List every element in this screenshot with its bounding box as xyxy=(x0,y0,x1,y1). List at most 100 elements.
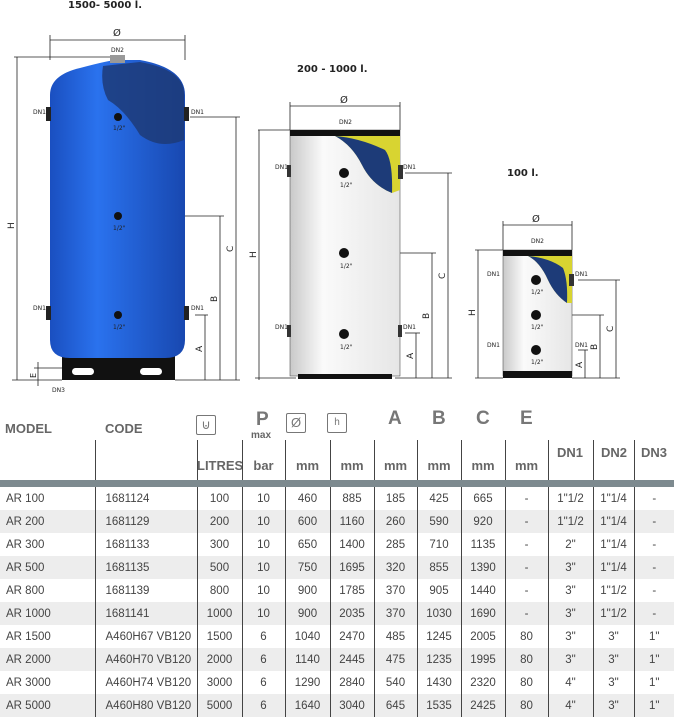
divider xyxy=(374,440,375,480)
small-dn1-label: DN1 xyxy=(575,271,588,278)
cell-pmax: 6 xyxy=(241,625,285,648)
large-c-label: C xyxy=(226,246,236,252)
port-label: 1/2" xyxy=(531,324,544,331)
header-p: P xyxy=(256,409,269,430)
cell-height: 2035 xyxy=(329,602,374,625)
cell-e: 80 xyxy=(504,671,548,694)
cell-a: 540 xyxy=(373,671,417,694)
small-tank xyxy=(502,249,574,378)
medium-h-label: H xyxy=(249,251,259,258)
cell-model: AR 5000 xyxy=(0,694,95,717)
divider xyxy=(634,440,635,480)
large-dn3-label: DN3 xyxy=(52,387,65,394)
cell-dn1: 3" xyxy=(547,602,593,625)
cell-diameter: 650 xyxy=(284,533,330,556)
cell-dn1: 1"1/2 xyxy=(547,487,593,510)
port-label: 1/2" xyxy=(340,182,353,189)
cell-litres: 300 xyxy=(196,533,242,556)
unit-mm: mm xyxy=(427,458,451,473)
cell-model: AR 1500 xyxy=(6,630,51,643)
cell-model: AR 200 xyxy=(0,510,95,533)
cell-diameter: 1040 xyxy=(284,625,330,648)
medium-b-label: B xyxy=(422,313,432,319)
port-label: 1/2" xyxy=(531,359,544,366)
cell-c: 1440 xyxy=(460,579,505,602)
cell-b: 855 xyxy=(416,556,461,579)
cell-c: 1690 xyxy=(460,602,505,625)
header-dn2: DN2 xyxy=(601,445,628,460)
cell-litres: 2000 xyxy=(196,648,242,671)
header-c: C xyxy=(476,408,490,429)
cell-b: 905 xyxy=(416,579,461,602)
cell-diameter: 460 xyxy=(284,487,330,510)
cell-dn1: 2" xyxy=(547,533,593,556)
small-c-label: C xyxy=(606,326,616,332)
divider xyxy=(593,440,594,480)
cell-litres: 200 xyxy=(196,510,242,533)
cell-diameter: 750 xyxy=(284,556,330,579)
cell-height: 1160 xyxy=(329,510,374,533)
cell-dn2: 1"1/4 xyxy=(592,556,634,579)
divider xyxy=(95,440,96,480)
medium-tank xyxy=(287,129,403,379)
cell-pmax: 10 xyxy=(241,579,285,602)
large-tank xyxy=(46,55,189,380)
divider xyxy=(461,440,462,480)
cell-b: 1535 xyxy=(416,694,461,717)
cell-c: 2425 xyxy=(460,694,505,717)
cell-e: 80 xyxy=(504,625,548,648)
cell-dn1: 3" xyxy=(547,556,593,579)
divider xyxy=(197,440,198,480)
header-code: CODE xyxy=(105,421,143,436)
cell-b: 710 xyxy=(416,533,461,556)
cell-pmax: 10 xyxy=(241,556,285,579)
cell-b: 425 xyxy=(416,487,461,510)
cell-code: 1681133 xyxy=(94,533,197,556)
cell-dn1: 4" xyxy=(547,671,593,694)
small-tank-title: 100 l. xyxy=(507,168,539,179)
cell-litres: 5000 xyxy=(196,694,242,717)
cell-height: 1695 xyxy=(329,556,374,579)
cell-model: AR 300 xyxy=(6,538,45,551)
cell-dn3: - xyxy=(633,510,674,533)
cell-litres: 3000 xyxy=(196,671,242,694)
cell-pmax: 6 xyxy=(241,671,285,694)
large-h-label: H xyxy=(7,222,17,229)
cell-a: 320 xyxy=(373,556,417,579)
medium-dn1-label: DN1 xyxy=(403,164,416,171)
diagram-labels: Ø DN2 DN1 DN1 DN1 DN1 1/2" 1/2" 1/2" DN3… xyxy=(7,27,616,394)
cell-dn2: 1"1/4 xyxy=(592,510,634,533)
large-dn1-label: DN1 xyxy=(33,305,46,312)
tank-diagrams: Ø DN2 DN1 DN1 DN1 DN1 1/2" 1/2" 1/2" DN3… xyxy=(7,27,620,394)
small-h-label: H xyxy=(468,309,478,316)
header-dn3: DN3 xyxy=(641,445,668,460)
port-label: 1/2" xyxy=(340,263,353,270)
cell-height: 3040 xyxy=(329,694,374,717)
cell-e: 80 xyxy=(504,694,548,717)
cell-c: 665 xyxy=(460,487,505,510)
medium-a-label: A xyxy=(406,352,416,359)
unit-mm: mm xyxy=(471,458,495,473)
cell-model: AR 500 xyxy=(0,556,95,579)
cell-code: 1681135 xyxy=(94,556,197,579)
port-label: 1/2" xyxy=(113,324,126,331)
divider xyxy=(548,440,549,480)
cell-dn2: 3" xyxy=(592,625,634,648)
cell-code: 1681129 xyxy=(94,510,197,533)
medium-dn1-label: DN1 xyxy=(275,324,288,331)
cell-height: 1785 xyxy=(329,579,374,602)
cell-height: 1400 xyxy=(329,533,374,556)
cell-model: AR 1000 xyxy=(0,602,95,625)
medium-dn1-label: DN1 xyxy=(275,164,288,171)
large-a-label: A xyxy=(195,345,205,352)
cell-dn3: 1" xyxy=(633,648,674,671)
cell-pmax: 10 xyxy=(241,487,285,510)
divider xyxy=(242,440,243,480)
large-dn1-label: DN1 xyxy=(191,305,204,312)
